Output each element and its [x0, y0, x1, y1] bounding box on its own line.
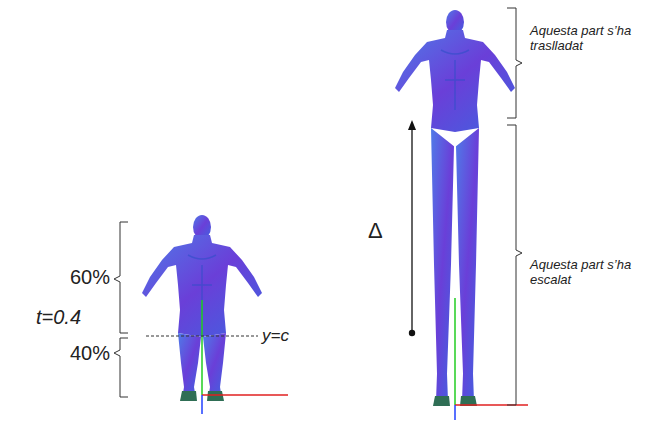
plane-label: y=c	[262, 326, 289, 346]
note-label: Aquesta part s’ha escalat	[530, 258, 642, 288]
percentage-label: 60%	[70, 266, 110, 289]
parameter-label: t=0.4	[36, 306, 81, 329]
note-label: Aquesta part s’ha traslladat	[530, 24, 642, 54]
percentage-label: 40%	[70, 342, 110, 365]
displacement-label: Δ	[368, 218, 383, 243]
